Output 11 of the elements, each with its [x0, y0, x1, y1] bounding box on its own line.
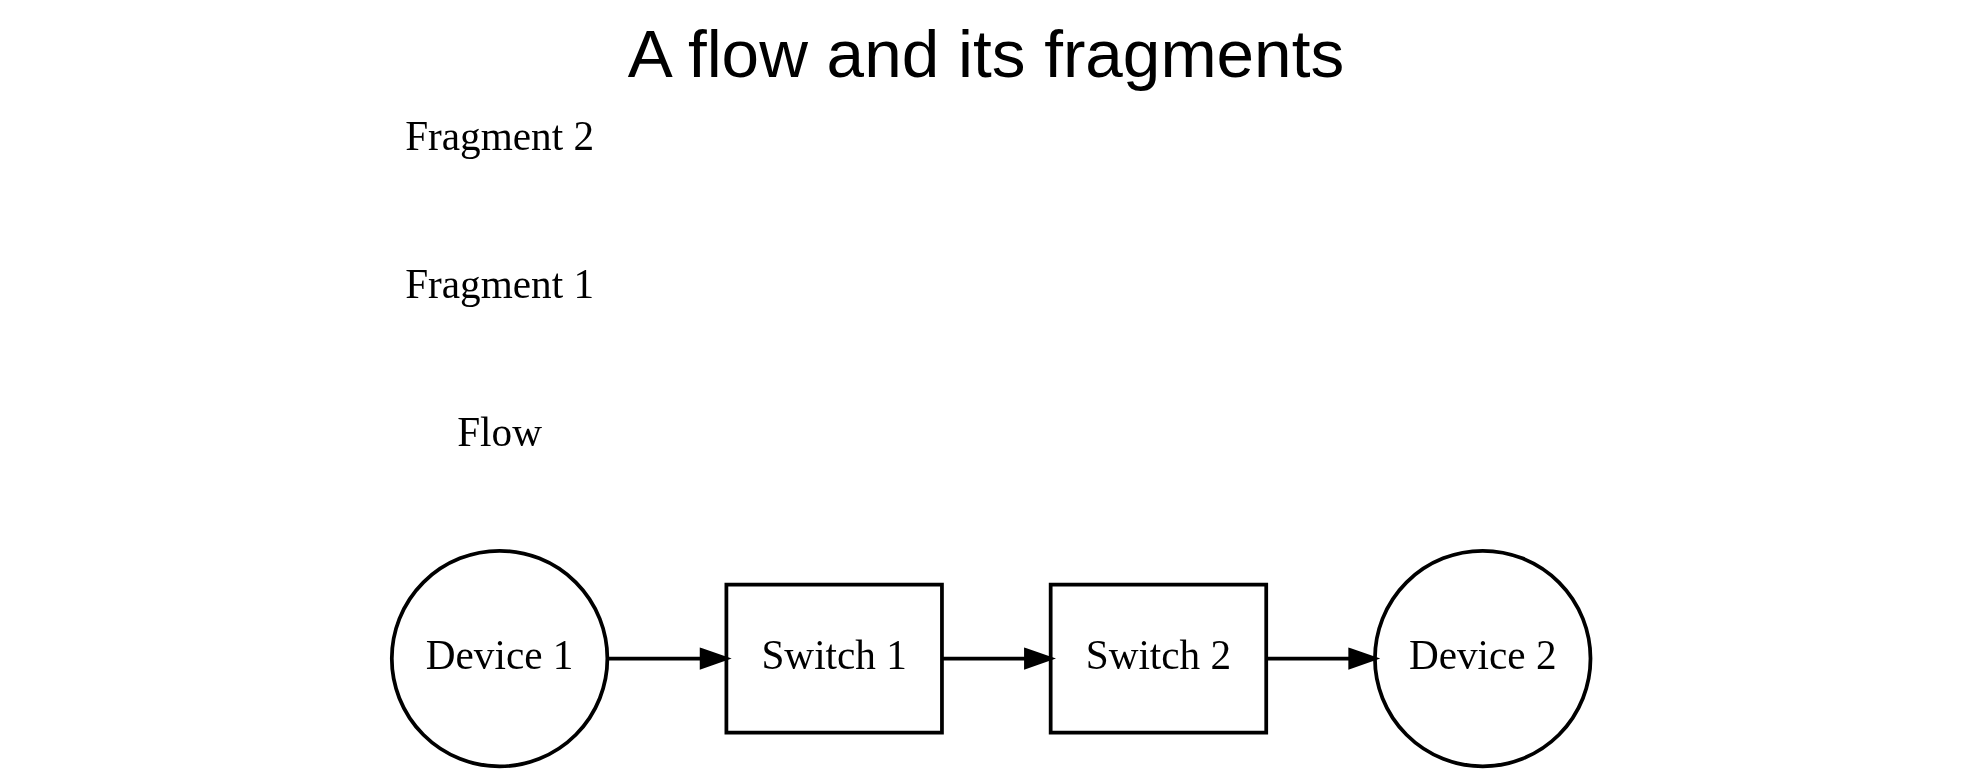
label: Fragment 2 [404, 112, 594, 159]
node-box: Switch 1 [724, 582, 944, 735]
arrow [942, 647, 1056, 670]
node-box: Switch 2 [1048, 582, 1268, 735]
node-circle: Device 2 [1372, 548, 1592, 769]
arrow [1266, 647, 1380, 670]
label: Fragment 1 [404, 260, 594, 307]
diagram-title: A flow and its fragments [627, 16, 1344, 92]
arrow [607, 647, 732, 670]
label: Flow [456, 409, 542, 456]
node-circle: Device 1 [389, 548, 609, 769]
